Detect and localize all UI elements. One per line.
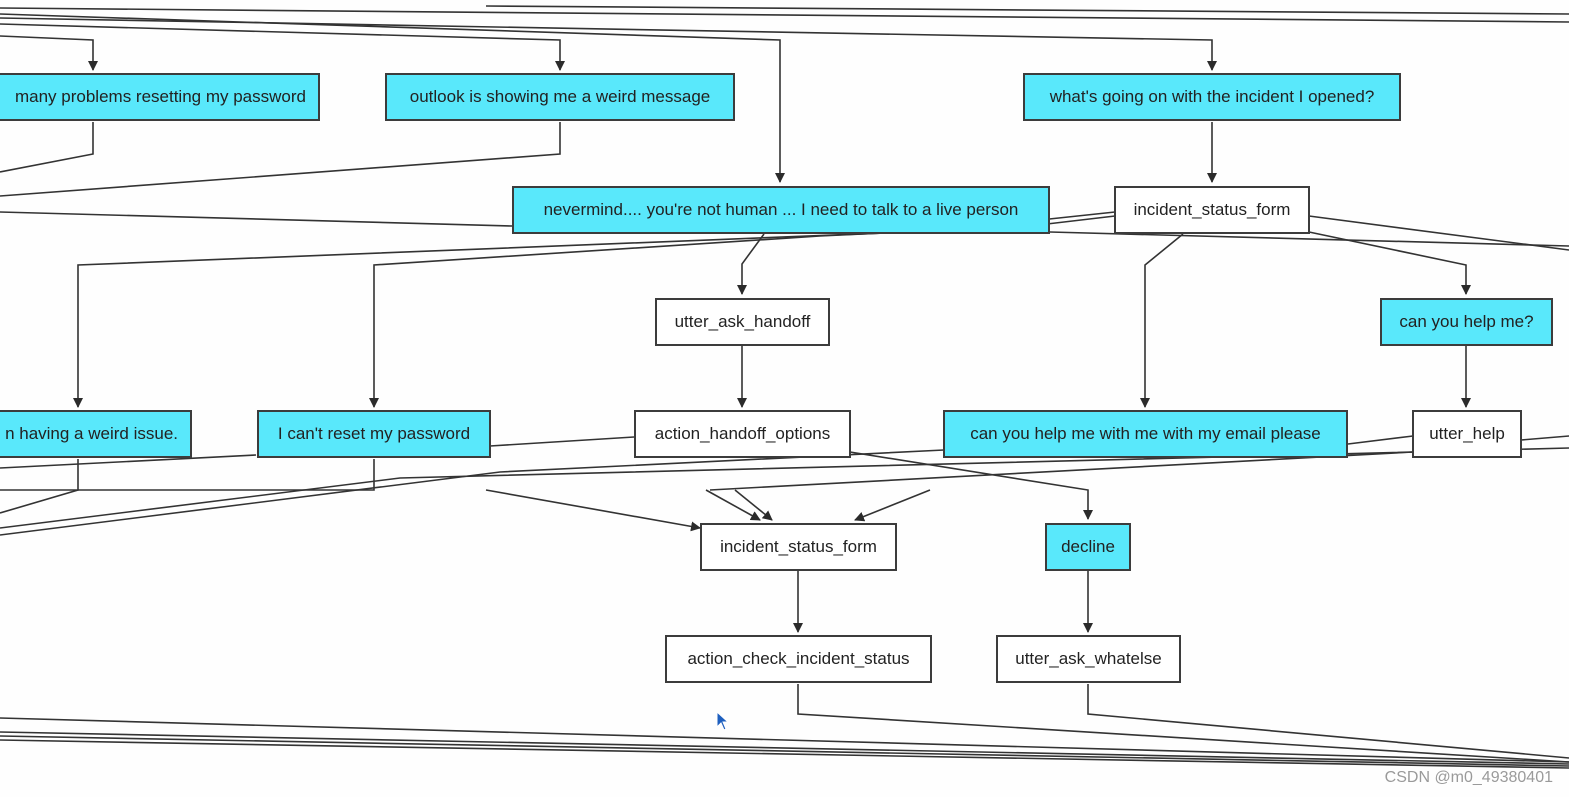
edge-bottom-long-2 [0, 731, 1569, 765]
action-utter-help[interactable]: utter_help [1412, 410, 1522, 458]
edge-long-mid-a [0, 447, 1569, 529]
edge-form-top-to-email [1140, 233, 1184, 408]
intent-nevermind-live-person[interactable]: nevermind.... you're not human ... I nee… [512, 186, 1050, 234]
edge-outlook-out [0, 122, 561, 197]
edge-form-top-left-b [369, 215, 1116, 408]
action-utter-ask-whatelse[interactable]: utter_ask_whatelse [996, 635, 1181, 683]
edge-top-long-3 [485, 5, 1569, 15]
edge-bottom-long-1 [0, 717, 1569, 763]
edge-whatelse-out [1087, 684, 1569, 759]
edge-left-into-nevermind [0, 211, 513, 227]
edge-mid-left-1 [0, 454, 257, 469]
edge-form-top-to-can-help [1308, 231, 1471, 295]
edge-into-problems [0, 35, 98, 71]
edge-problems-out [0, 122, 94, 173]
action-incident-status-form-top[interactable]: incident_status_form [1114, 186, 1310, 234]
edge-long-cross-right [1049, 231, 1569, 247]
watermark: CSDN @m0_49380401 [1384, 769, 1553, 786]
edge-into-form-bottom-4 [854, 489, 931, 522]
edge-options-to-decline [849, 451, 1093, 520]
edge-into-form-bottom-2 [705, 489, 761, 521]
edge-utter-help-left [1347, 435, 1414, 445]
action-incident-status-form-bottom[interactable]: incident_status_form [700, 523, 897, 571]
edge-check-out [797, 684, 1569, 763]
intent-problems-resetting-password[interactable]: many problems resetting my password [0, 73, 320, 121]
intent-help-with-email[interactable]: can you help me with me with my email pl… [943, 410, 1348, 458]
edge-into-outlook [0, 23, 565, 71]
edge-into-form-bottom-1 [485, 489, 701, 532]
edge-right-mid [1520, 435, 1569, 441]
edge-bottom-long-4 [0, 739, 1569, 769]
intent-decline[interactable]: decline [1045, 523, 1131, 571]
action-check-incident-status[interactable]: action_check_incident_status [665, 635, 932, 683]
edge-form-top-left-a [73, 211, 1116, 408]
edge-into-form-bottom-3 [734, 489, 773, 521]
intent-can-you-help-me[interactable]: can you help me? [1380, 298, 1553, 346]
edge-into-incident-opened [0, 17, 1217, 71]
mouse-cursor-icon [716, 711, 730, 731]
action-utter-ask-handoff[interactable]: utter_ask_handoff [655, 298, 830, 346]
intent-outlook-weird-message[interactable]: outlook is showing me a weird message [385, 73, 735, 121]
action-handoff-options[interactable]: action_handoff_options [634, 410, 851, 458]
intent-incident-opened[interactable]: what's going on with the incident I open… [1023, 73, 1401, 121]
intent-cant-reset-password[interactable]: I can't reset my password [257, 410, 491, 458]
intent-weird-issue[interactable]: n having a weird issue. [0, 410, 192, 458]
edge-top-long-1 [0, 7, 1569, 23]
edge-cant-reset-out [0, 459, 375, 491]
edge-into-form-bottom-5 [709, 451, 1414, 491]
edge-nevermind-to-handoff [737, 233, 765, 295]
edge-mid-cant-reset-left [489, 436, 635, 447]
edge-bottom-long-3 [0, 735, 1569, 767]
